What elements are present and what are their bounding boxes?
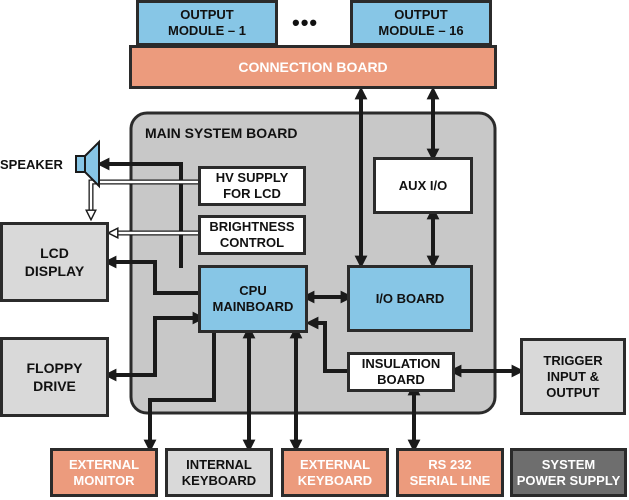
io-board: I/O BOARD (347, 265, 473, 332)
output-modules-ellipsis: ••• (292, 10, 319, 35)
rs232-serial-line: RS 232 SERIAL LINE (396, 448, 504, 497)
insulation-board: INSULATION BOARD (347, 352, 455, 392)
external-keyboard: EXTERNAL KEYBOARD (281, 448, 389, 497)
link-cpu-lcd (103, 255, 199, 295)
hv-supply-for-lcd: HV SUPPLY FOR LCD (198, 166, 306, 206)
cpu-mainboard: CPU MAINBOARD (198, 265, 308, 333)
output-module-16: OUTPUT MODULE – 16 (350, 0, 492, 46)
link-cpu-insulation (305, 316, 348, 373)
output-module-1: OUTPUT MODULE – 1 (136, 0, 278, 46)
internal-keyboard: INTERNAL KEYBOARD (165, 448, 273, 497)
trigger-input-output: TRIGGER INPUT & OUTPUT (520, 338, 626, 415)
brightness-control: BRIGHTNESS CONTROL (198, 215, 306, 255)
speaker-icon (75, 139, 100, 189)
floppy-drive: FLOPPY DRIVE (0, 337, 109, 417)
lcd-display: LCD DISPLAY (0, 222, 109, 302)
connection-board: CONNECTION BOARD (129, 45, 497, 89)
main-system-board-title: MAIN SYSTEM BOARD (145, 125, 298, 141)
link-cpu-floppy (103, 311, 206, 382)
speaker-label: SPEAKER (0, 157, 63, 172)
link-hv-supply-lcd (91, 180, 200, 215)
external-monitor: EXTERNAL MONITOR (50, 448, 158, 497)
aux-io: AUX I/O (373, 157, 473, 214)
link-cpu-external-monitor (143, 332, 216, 453)
system-power-supply: SYSTEM POWER SUPPLY (510, 448, 627, 497)
